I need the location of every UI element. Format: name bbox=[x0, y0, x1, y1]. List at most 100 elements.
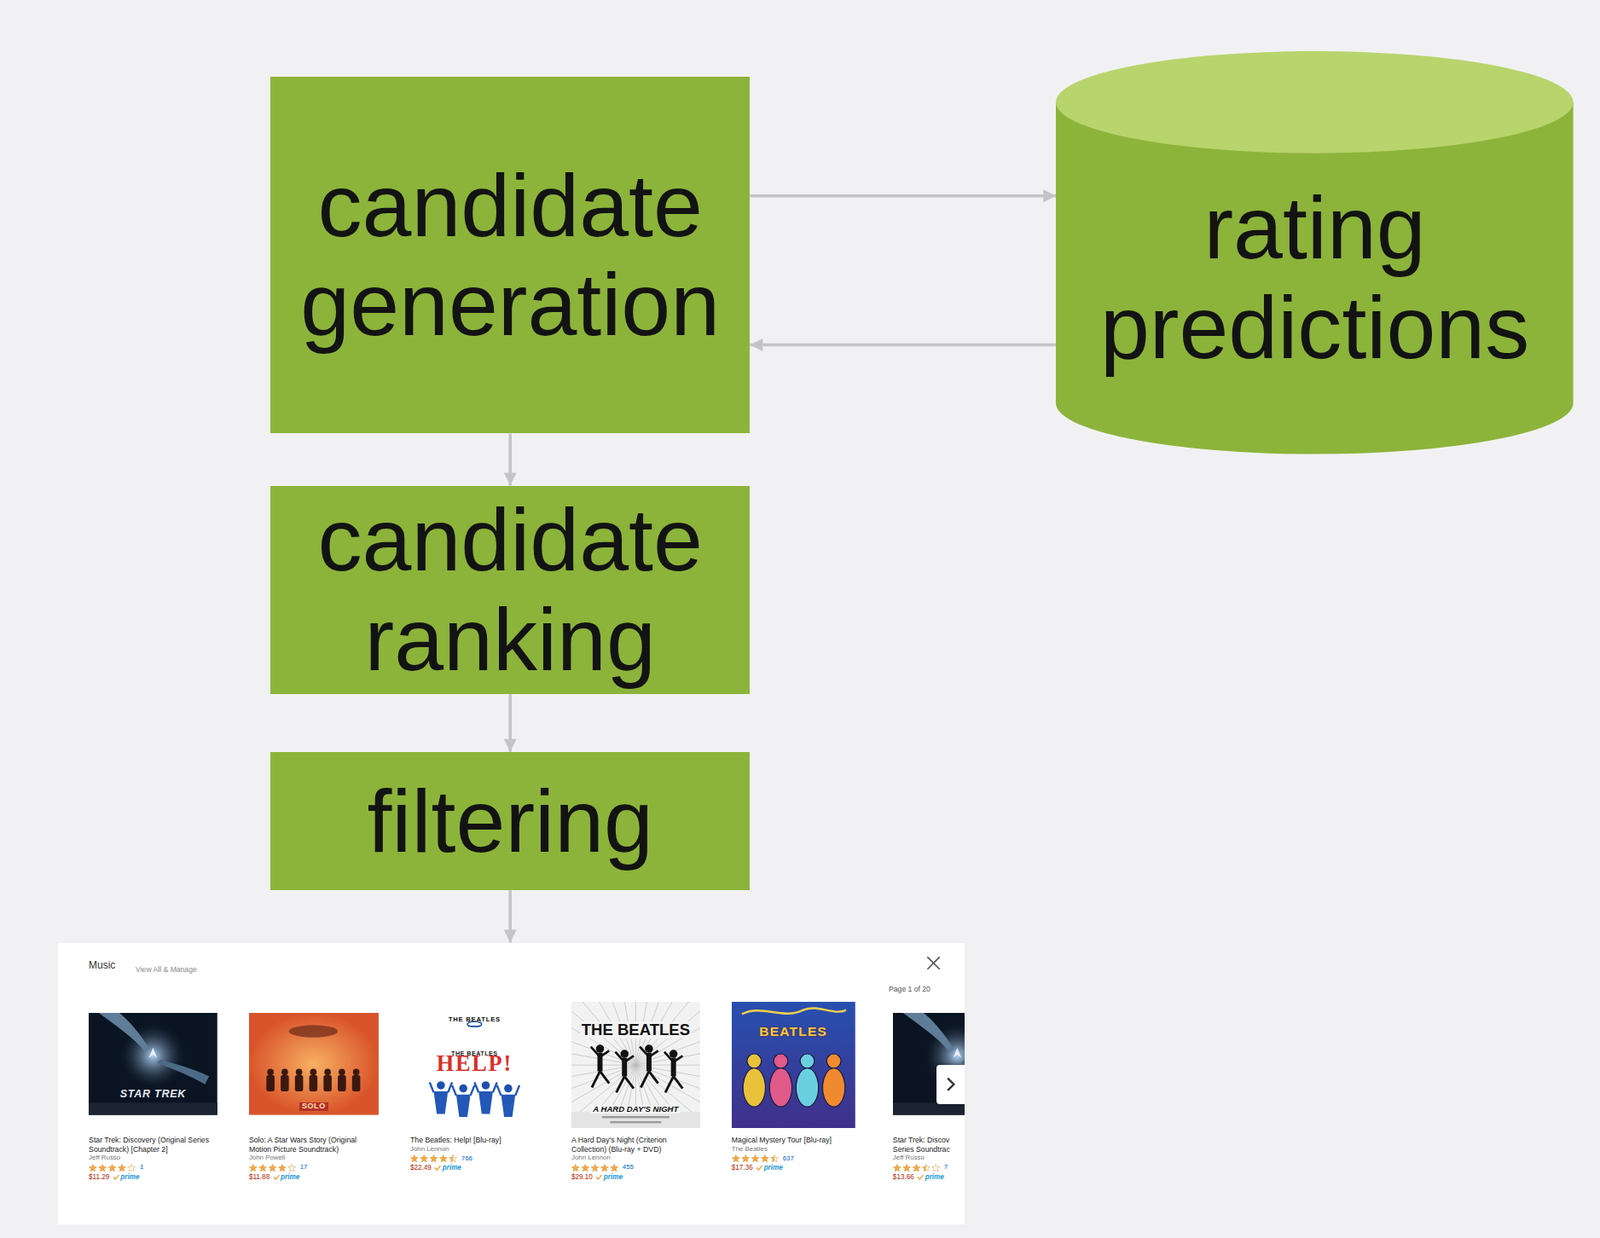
product-artist: Jeff Russo bbox=[892, 1153, 965, 1163]
album-cover: STAR TREK bbox=[88, 1013, 218, 1116]
screenshot-panel: STAR TREK SOLO THE BEATLES THE BEATLES HELP!… bbox=[57, 943, 964, 1225]
album-cover: BEATLES bbox=[731, 1002, 856, 1129]
star-rating bbox=[410, 1154, 459, 1164]
prime-badge: prime bbox=[603, 1173, 623, 1183]
prime-wrap: prime bbox=[442, 1164, 462, 1173]
title-wrap: A Hard Day's Night (Criterion Collection… bbox=[571, 1136, 700, 1155]
cover-text-holder: SOLO bbox=[249, 1096, 379, 1113]
rating-row: 17 bbox=[249, 1163, 377, 1172]
cover-art bbox=[731, 1002, 856, 1129]
rating-row: 766 bbox=[410, 1154, 539, 1164]
cylinder-label: rating predictions bbox=[1067, 178, 1562, 377]
flow-arrow bbox=[508, 433, 512, 486]
product-title: The Beatles: Help! [Blu-ray] bbox=[410, 1136, 539, 1146]
count-wrap: 637 bbox=[782, 1154, 795, 1164]
label-wrap: filtering bbox=[270, 752, 750, 892]
price-wrap: $11.88 bbox=[249, 1173, 270, 1183]
flow-arrow bbox=[749, 343, 1056, 348]
product-info: The Beatles: Help! [Blu-ray]John Lennon7… bbox=[410, 1136, 539, 1173]
product-title: Star Trek: Discovery (Original Series So… bbox=[88, 1136, 217, 1155]
product-title: A Hard Day's Night (Criterion Collection… bbox=[571, 1136, 700, 1155]
count-wrap: 766 bbox=[461, 1154, 473, 1164]
close-icon bbox=[925, 955, 942, 972]
header-holder: Music bbox=[88, 956, 116, 973]
flow-arrow bbox=[508, 694, 512, 753]
price-wrap: $22.49 bbox=[410, 1164, 432, 1173]
review-count: 455 bbox=[622, 1163, 634, 1172]
album-cover: SOLO bbox=[249, 1013, 379, 1116]
prime-wrap: prime bbox=[764, 1164, 783, 1173]
rating-row: 455 bbox=[571, 1163, 700, 1172]
count-wrap: 7 bbox=[944, 1163, 948, 1172]
cover-art bbox=[249, 1013, 379, 1116]
panel-header: Music bbox=[88, 959, 116, 972]
cover-text-holder: THE BEATLES bbox=[410, 1009, 540, 1026]
prime-wrap: prime bbox=[280, 1173, 300, 1183]
product-price: $13.66 bbox=[892, 1173, 915, 1183]
price-row: $22.49 prime bbox=[410, 1164, 539, 1173]
prime-badge: prime bbox=[120, 1173, 140, 1183]
rating-row: 1 bbox=[88, 1163, 217, 1172]
artist-wrap: The Beatles bbox=[731, 1145, 860, 1154]
product-artist: John Powell bbox=[249, 1153, 377, 1163]
title-wrap: Star Trek: Discovery (Original Series So… bbox=[88, 1136, 217, 1155]
prime-wrap: prime bbox=[603, 1173, 623, 1183]
artist-wrap: Jeff Russo bbox=[88, 1153, 217, 1163]
database-cylinder: rating predictions bbox=[1055, 51, 1574, 455]
cover-title: A HARD DAY'S NIGHT bbox=[591, 1105, 680, 1115]
prime-check bbox=[916, 1174, 924, 1181]
price-wrap: $13.66 bbox=[892, 1173, 915, 1183]
header-holder: Page 1 of 20 bbox=[888, 979, 931, 996]
prime-badge: prime bbox=[280, 1173, 300, 1183]
product-info: Star Trek: DiscovSeries SoundtracJeff Ru… bbox=[892, 1136, 965, 1183]
price-row: $13.66 prime bbox=[892, 1173, 965, 1183]
title-wrap: Magical Mystery Tour [Blu-ray] bbox=[731, 1136, 860, 1146]
cover-text-holder: THE BEATLES bbox=[571, 1021, 701, 1039]
rating-row: 7 bbox=[892, 1163, 965, 1172]
process-box: filtering bbox=[270, 752, 750, 892]
product-info: Magical Mystery Tour [Blu-ray]The Beatle… bbox=[731, 1136, 860, 1173]
flow-arrow bbox=[749, 194, 1056, 198]
star-rating bbox=[249, 1164, 298, 1173]
star-rating bbox=[892, 1164, 942, 1173]
chevron-icon bbox=[936, 1065, 964, 1104]
product-price: $11.88 bbox=[249, 1173, 270, 1183]
product-info: A Hard Day's Night (Criterion Collection… bbox=[571, 1136, 700, 1183]
product-info: Solo: A Star Wars Story (Original Motion… bbox=[249, 1136, 377, 1183]
cylinder-top bbox=[1055, 51, 1574, 154]
cover-title: STAR TREK bbox=[120, 1089, 186, 1102]
product-price: $11.29 bbox=[88, 1173, 110, 1183]
cover-title: HELP! bbox=[436, 1052, 513, 1078]
cover-text-holder: STAR TREK bbox=[88, 1085, 218, 1102]
review-count: 637 bbox=[782, 1154, 795, 1164]
title-wrap: Star Trek: DiscovSeries Soundtrac bbox=[892, 1136, 965, 1155]
box-label: candidate ranking bbox=[282, 490, 738, 690]
review-count: 17 bbox=[300, 1163, 308, 1172]
review-count: 766 bbox=[461, 1154, 473, 1164]
star-rating bbox=[731, 1154, 781, 1164]
product-artist: John Lennon bbox=[410, 1145, 539, 1154]
prime-badge: prime bbox=[442, 1164, 462, 1173]
prime-badge: prime bbox=[764, 1164, 783, 1173]
price-row: $29.10prime bbox=[571, 1173, 700, 1183]
product-artist: John Lennon bbox=[571, 1153, 700, 1163]
process-box: candidate ranking bbox=[270, 486, 750, 695]
box-label: candidate generation bbox=[282, 156, 738, 355]
cover-text-holder: HELP! bbox=[410, 1052, 540, 1078]
label-wrap: candidate ranking bbox=[270, 486, 750, 695]
rating-row: 637 bbox=[731, 1154, 860, 1164]
panel-header: View All & Manage bbox=[135, 965, 198, 974]
count-wrap: 1 bbox=[139, 1163, 144, 1172]
prime-badge: prime bbox=[925, 1173, 945, 1183]
panel-header: Page 1 of 20 bbox=[888, 985, 931, 994]
price-row: $17.36 prime bbox=[731, 1164, 860, 1173]
product-price: $17.36 bbox=[731, 1164, 754, 1173]
cover-title: THE BEATLES bbox=[579, 1021, 692, 1039]
flow-arrow bbox=[508, 890, 512, 943]
header-holder: View All & Manage bbox=[135, 960, 198, 976]
review-count: 7 bbox=[944, 1163, 948, 1172]
price-row: $11.29 prime bbox=[88, 1173, 217, 1183]
box-label: filtering bbox=[282, 771, 738, 872]
price-wrap: $11.29 bbox=[88, 1173, 110, 1183]
